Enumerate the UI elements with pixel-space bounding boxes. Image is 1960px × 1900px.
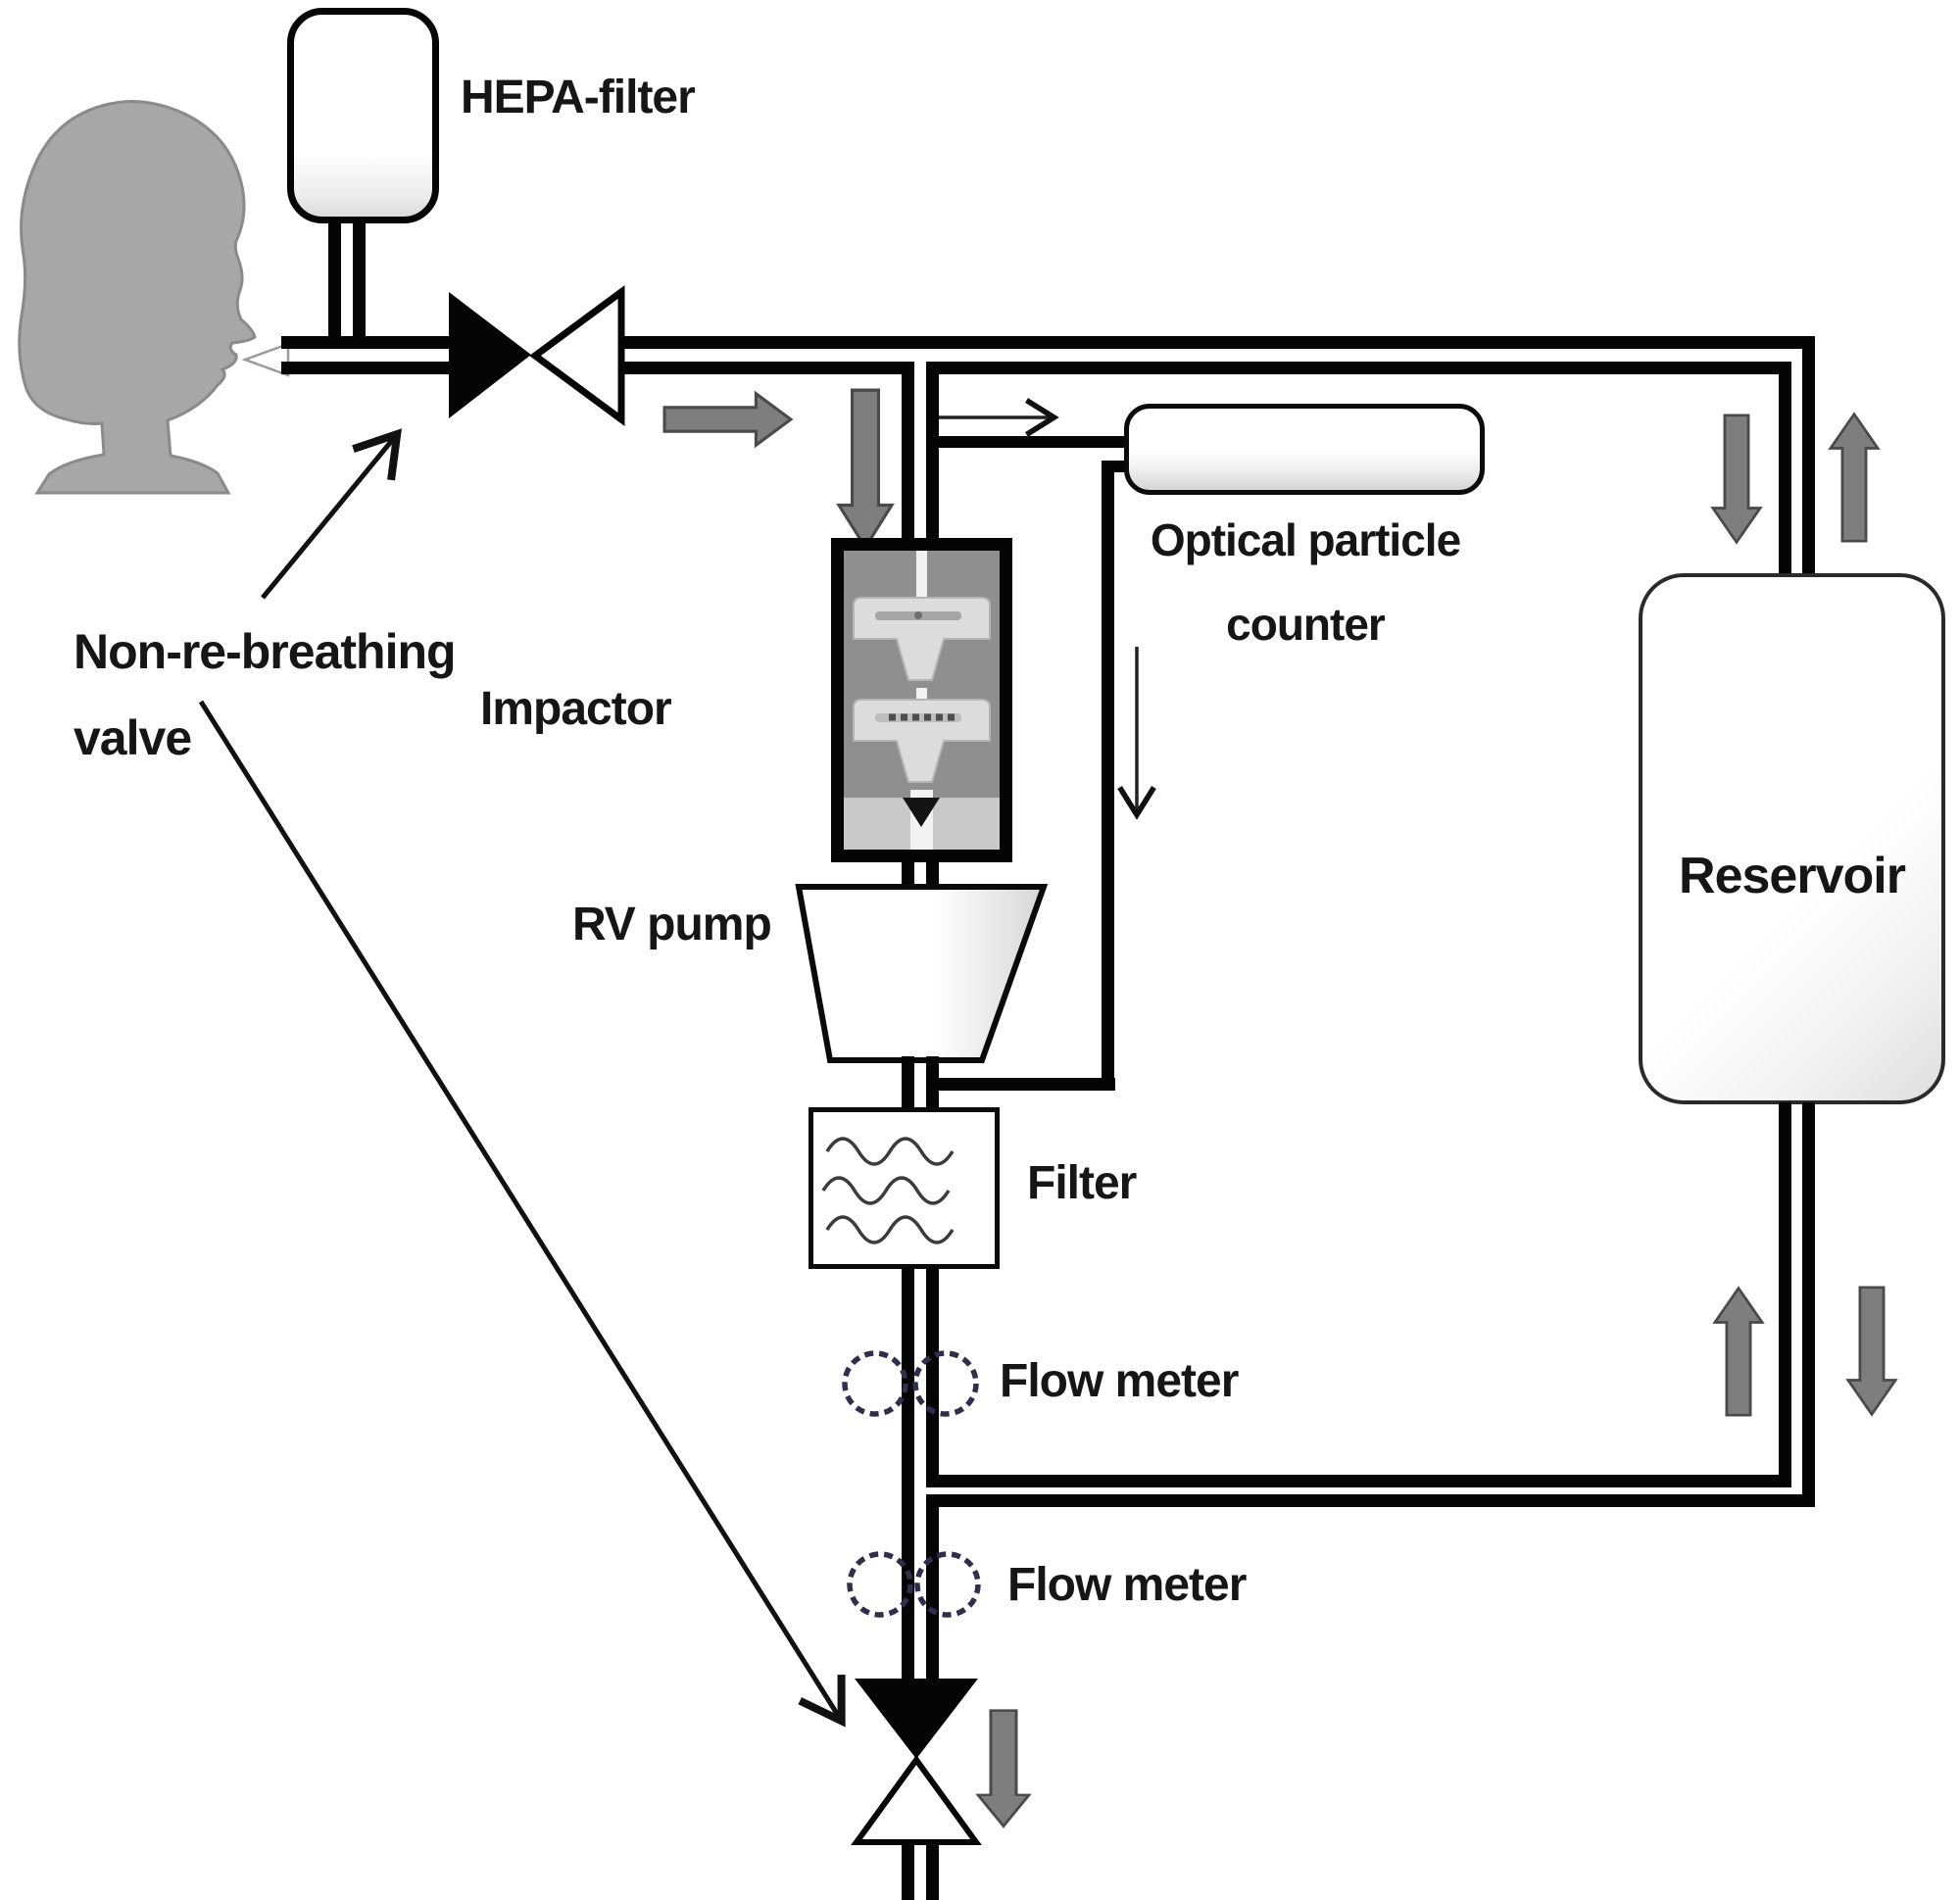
flow-arrow-up-icon (1828, 412, 1881, 543)
filter-wave-icon (821, 1137, 955, 1244)
flow-arrow-down-icon (1710, 414, 1763, 545)
tube-segment (281, 362, 449, 374)
hepa-filter-box (287, 8, 439, 223)
non-re-breathing-valve-label: valve (74, 710, 192, 765)
reservoir-label: Reservoir (1679, 848, 1906, 904)
flow-meter-icon (847, 1551, 981, 1618)
tube-segment (936, 1078, 1115, 1091)
impactor-stage-icon (853, 699, 991, 783)
tube-segment (939, 436, 1125, 448)
impactor-outlet-arrow-icon (903, 798, 940, 827)
exhaust-valve-icon (851, 1754, 982, 1845)
reservoir-box (1639, 573, 1945, 1104)
tube-segment (1779, 362, 1791, 575)
head-silhouette-icon (18, 100, 257, 495)
thin-arrow-icon (198, 700, 846, 1728)
impactor-channel (916, 551, 927, 602)
tube-segment (926, 1056, 939, 1111)
impactor-channel (916, 688, 927, 704)
tube-segment (1102, 461, 1114, 1091)
optical-particle-counter-label: Optical particle (1150, 514, 1461, 565)
tube-segment (902, 362, 914, 540)
hepa-filter-label: HEPA-filter (461, 72, 696, 123)
impactor-stage-icon (853, 597, 991, 681)
tube-segment (939, 1494, 1815, 1507)
non-re-breathing-valve-icon (449, 292, 531, 418)
non-re-breathing-valve-icon (529, 285, 625, 426)
rv-pump-label: RV pump (572, 899, 772, 950)
tube-segment (328, 223, 341, 349)
flow-arrow-right-icon (662, 390, 794, 449)
flow-arrow-down-icon (1845, 1286, 1898, 1417)
tube-tee-gap (926, 1487, 939, 1494)
tube-segment (621, 362, 904, 374)
tube-segment (939, 362, 1791, 374)
flow-meter-upper-label: Flow meter (1000, 1355, 1239, 1407)
tube-segment (926, 362, 939, 540)
thin-arrow-icon (261, 428, 402, 600)
tube-segment (1802, 336, 1815, 575)
tube-segment (621, 336, 1815, 349)
non-re-breathing-valve-label: Non-re-breathing (74, 624, 457, 679)
optical-particle-counter-label: counter (1226, 599, 1386, 650)
exhaust-valve-icon (855, 1679, 978, 1759)
tube-segment (1779, 1102, 1791, 1487)
flow-arrow-down-icon (975, 1709, 1032, 1828)
tube-segment (902, 1840, 914, 1900)
filter-label: Filter (1027, 1157, 1137, 1209)
tube-segment (926, 1840, 939, 1900)
impactor-box (831, 538, 1012, 862)
flow-meter-lower-label: Flow meter (1007, 1559, 1247, 1611)
breath-puff-icon (241, 342, 290, 377)
tube-segment (1802, 1102, 1815, 1507)
optical-particle-counter-box (1124, 404, 1485, 495)
tube-segment (926, 860, 939, 890)
tube-segment (353, 223, 366, 349)
tube-segment (902, 1056, 914, 1111)
tube-segment (902, 860, 914, 890)
flow-meter-icon (842, 1350, 979, 1417)
filter-box (808, 1107, 1000, 1269)
rv-pump-icon (795, 884, 1049, 1063)
tube-segment (939, 1475, 1791, 1487)
impactor-label: Impactor (480, 683, 672, 735)
tube-segment (926, 1267, 939, 1682)
flow-arrow-down-icon (836, 388, 895, 551)
tube-segment (281, 336, 449, 349)
flow-arrow-up-icon (1712, 1286, 1765, 1417)
